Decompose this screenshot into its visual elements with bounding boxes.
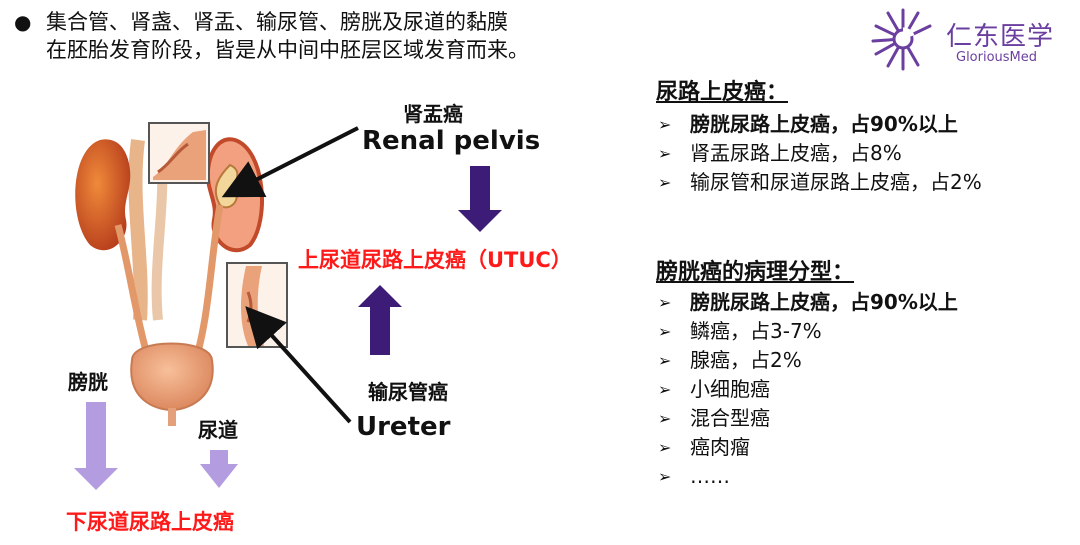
up-arrow-dark <box>358 285 402 355</box>
arrow-bullet-icon: ➢ <box>658 115 672 134</box>
renal-pelvis-inset <box>148 122 210 184</box>
left-kidney <box>75 139 131 251</box>
renal-pelvis-pointer <box>221 126 359 198</box>
bladder <box>130 342 214 412</box>
ureter-en-label: Ureter <box>356 412 451 442</box>
arrow-bullet-icon: ➢ <box>658 438 672 457</box>
list-item: ➢输尿管和尿道尿路上皮癌，占2% <box>658 168 1068 197</box>
renal-pelvis-cn-label: 肾盂癌 <box>403 102 463 126</box>
intro-line-1: 集合管、肾盏、肾盂、输尿管、膀胱及尿道的黏膜 <box>46 10 508 34</box>
arrow-bullet-icon: ➢ <box>658 293 672 312</box>
list-item: ➢癌肉瘤 <box>658 433 1068 462</box>
arrow-bullet-icon: ➢ <box>658 322 672 341</box>
arrow-bullet-icon: ➢ <box>658 144 672 163</box>
arrow-bullet-icon: ➢ <box>658 351 672 370</box>
bullet-dot: ● <box>14 10 32 34</box>
bladder-label: 膀胱 <box>68 370 108 394</box>
lower-tract-label: 下尿道尿路上皮癌 <box>66 510 234 534</box>
list-item: ➢腺癌，占2% <box>658 346 1068 375</box>
renal-pelvis-en-label: Renal pelvis <box>362 126 541 156</box>
ureter-pointer <box>245 306 352 424</box>
logo: 仁东医学 GloriousMed <box>868 6 1068 72</box>
arrow-bullet-icon: ➢ <box>658 409 672 428</box>
ureter-cn-label: 输尿管癌 <box>368 380 448 404</box>
urethra-down-arrow <box>200 450 238 488</box>
logo-chinese: 仁东医学 <box>946 22 1055 52</box>
starburst-logo-icon <box>871 8 932 71</box>
list-item: ➢…… <box>658 462 1068 491</box>
arrow-bullet-icon: ➢ <box>658 380 672 399</box>
utuc-label: 上尿道尿路上皮癌（UTUC） <box>298 248 572 272</box>
arrow-bullet-icon: ➢ <box>658 467 672 486</box>
urethra-label: 尿道 <box>198 418 238 442</box>
list-item: ➢膀胱尿路上皮癌，占90%以上 <box>658 288 1068 317</box>
section1-title: 尿路上皮癌： <box>656 80 789 105</box>
list-item: ➢混合型癌 <box>658 404 1068 433</box>
list-item: ➢小细胞癌 <box>658 375 1068 404</box>
section2-list: ➢膀胱尿路上皮癌，占90%以上 ➢鳞癌，占3-7% ➢腺癌，占2% ➢小细胞癌 … <box>658 288 1068 491</box>
list-item: ➢鳞癌，占3-7% <box>658 317 1068 346</box>
down-arrow-dark <box>458 166 502 232</box>
list-item: ➢肾盂尿路上皮癌，占8% <box>658 139 1068 168</box>
logo-english: GloriousMed <box>956 50 1038 65</box>
section2-title: 膀胱癌的病理分型： <box>656 260 855 285</box>
arrow-bullet-icon: ➢ <box>658 173 672 192</box>
list-item: ➢膀胱尿路上皮癌，占90%以上 <box>658 110 1068 139</box>
section1-list: ➢膀胱尿路上皮癌，占90%以上 ➢肾盂尿路上皮癌，占8% ➢输尿管和尿道尿路上皮… <box>658 110 1068 197</box>
intro-line-2: 在胚胎发育阶段，皆是从中间中胚层区域发育而来。 <box>46 38 529 62</box>
intro-text: ● 集合管、肾盏、肾盂、输尿管、膀胱及尿道的黏膜 在胚胎发育阶段，皆是从中间中胚… <box>14 8 529 64</box>
bladder-down-arrow <box>74 402 118 490</box>
